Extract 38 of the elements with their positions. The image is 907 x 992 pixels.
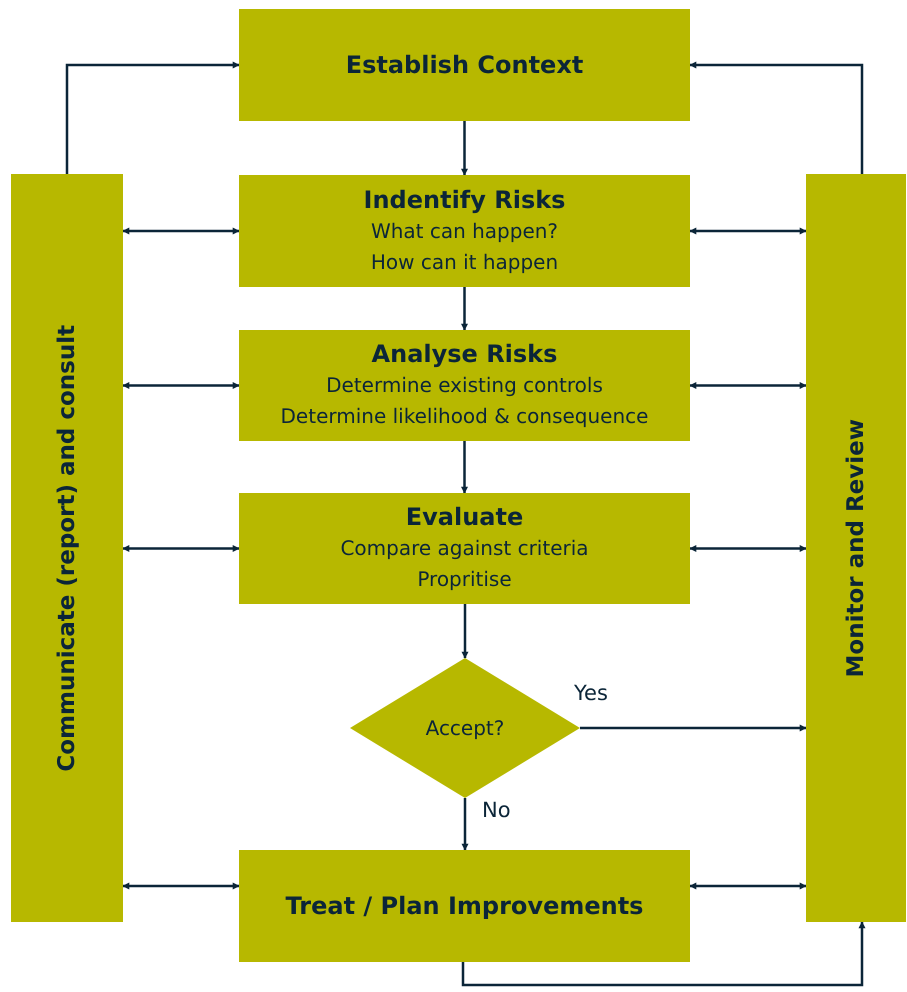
arrow (461, 287, 468, 331)
step-text: What can happen? (370, 218, 558, 244)
arrow (462, 798, 468, 851)
side-label: Communicate (report) and consult (52, 324, 81, 772)
arrow (689, 882, 807, 890)
step-text: Compare against criteria (340, 535, 589, 562)
arrow (122, 382, 240, 389)
arrow (122, 882, 240, 890)
arrow (122, 545, 240, 552)
arrow (462, 921, 866, 986)
step-text: Accept? (426, 714, 504, 742)
step-title: Treat / Plan Improvements (286, 890, 644, 922)
step-title: Establish Context (346, 50, 584, 80)
arrow (689, 382, 807, 389)
arrow (689, 545, 807, 552)
arrow (461, 441, 468, 494)
step-title: Evaluate (406, 502, 524, 533)
arrow (689, 62, 864, 174)
step-text: Determine existing controls (326, 372, 603, 399)
process-box (239, 330, 690, 441)
arrow (462, 604, 468, 659)
step-title: Analyse Risks (372, 339, 558, 370)
process-box (239, 850, 690, 962)
side-bar (11, 174, 123, 922)
arrow (580, 724, 807, 732)
step-title: Indentify Risks (364, 184, 566, 216)
side-bar (806, 174, 906, 922)
arrow (689, 228, 807, 234)
process-box (239, 9, 690, 121)
step-text: Determine likelihood & consequence (280, 403, 648, 430)
process-box (239, 493, 690, 604)
step-text: Propritise (417, 566, 512, 593)
arrow (122, 228, 240, 234)
process-box (239, 175, 690, 287)
side-label: Monitor and Review (842, 418, 870, 678)
arrow (461, 121, 468, 176)
step-text: How can it happen (370, 248, 558, 276)
arrow (66, 62, 240, 174)
